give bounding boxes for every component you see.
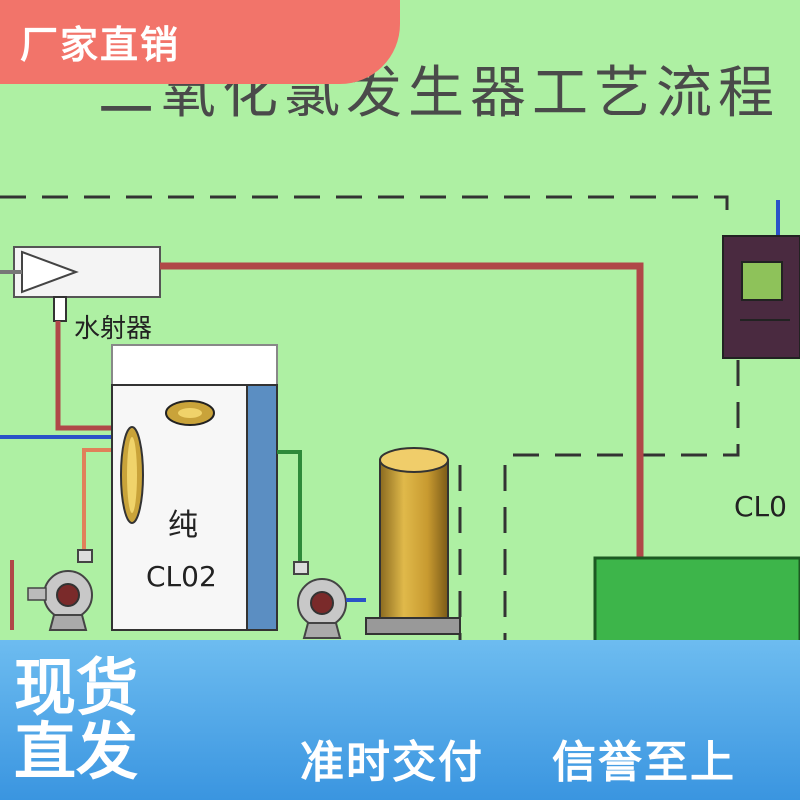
banner-stock-text: 现货 直发 (14, 656, 138, 784)
dashed-right-line (505, 360, 740, 457)
bottom-banner (0, 640, 800, 800)
right-clo2-label: CL0 (734, 490, 787, 523)
banner-line-2: 直发 (14, 715, 139, 788)
control-box (722, 200, 800, 359)
middle-pump (293, 561, 366, 639)
pipe-generator-to-pump (277, 450, 302, 572)
slogan-on-time: 准时交付 (300, 737, 484, 788)
ejector-label: 水射器 (74, 314, 153, 344)
pipe-acid (82, 448, 120, 560)
generator-label-pure: 纯 (168, 508, 198, 543)
factory-direct-badge: 厂家直销 (0, 0, 400, 84)
storage-tank (365, 447, 461, 635)
pipe-ejector-to-generator (55, 321, 120, 431)
generator-cabinet (111, 344, 278, 631)
generator-label-clo2: CL02 (146, 560, 217, 593)
banner-line-1: 现货 (14, 651, 139, 724)
badge-text: 厂家直销 (20, 23, 181, 67)
dashed-top-line (0, 195, 729, 225)
slogan-credibility: 信誉至上 (552, 737, 736, 788)
pipe-ejector-to-tank (160, 262, 644, 590)
ejector-unit (0, 246, 161, 322)
left-pump (27, 549, 93, 631)
